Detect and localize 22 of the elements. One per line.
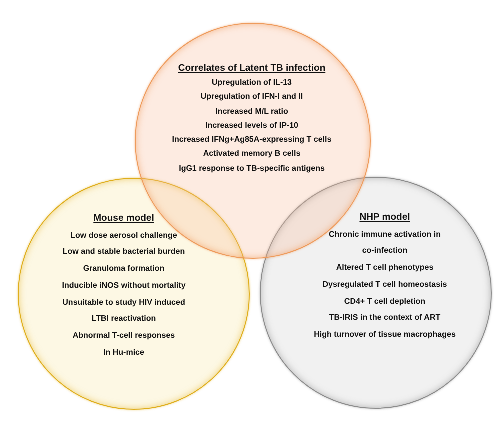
finding-text: High turnover of tissue macrophages: [314, 328, 456, 341]
finding-text: Dysregulated T cell homeostasis: [322, 278, 448, 291]
finding-text: Upregulation of IFN-I and II: [200, 91, 304, 104]
finding-text: Chronic immune activation in co-infection: [328, 228, 442, 258]
finding-text: Increased levels of IP-10: [206, 120, 298, 132]
section-heading: Correlates of Latent TB infection: [178, 62, 326, 76]
finding-text: Altered T cell phenotypes: [336, 262, 434, 274]
finding-text: Low dose aerosol challenge: [70, 230, 178, 242]
finding-text: Abnormal T-cell responses In Hu-mice: [72, 330, 176, 359]
finding-text: Increased IFNg+Ag85A-expressing T cells: [172, 134, 332, 146]
section-heading: Mouse model: [94, 212, 154, 226]
finding-text: Activated memory B cells: [203, 148, 301, 160]
section-heading: NHP model: [360, 211, 410, 225]
finding-text: Low and stable bacterial burden: [62, 246, 186, 258]
finding-text: IgG1 response to TB-specific antigens: [179, 162, 325, 175]
finding-text: Granuloma formation: [83, 263, 165, 276]
finding-text: TB-IRIS in the context of ART: [329, 312, 441, 324]
finding-text: Increased M/L ratio: [216, 106, 288, 118]
finding-text: Inducible iNOS without mortality: [62, 280, 186, 292]
finding-text: Unsuitable to study HIV induced LTBI reactivation: [62, 296, 186, 326]
finding-text: CD4+ T cell depletion: [344, 296, 426, 308]
finding-text: Upregulation of IL-13: [212, 77, 292, 89]
